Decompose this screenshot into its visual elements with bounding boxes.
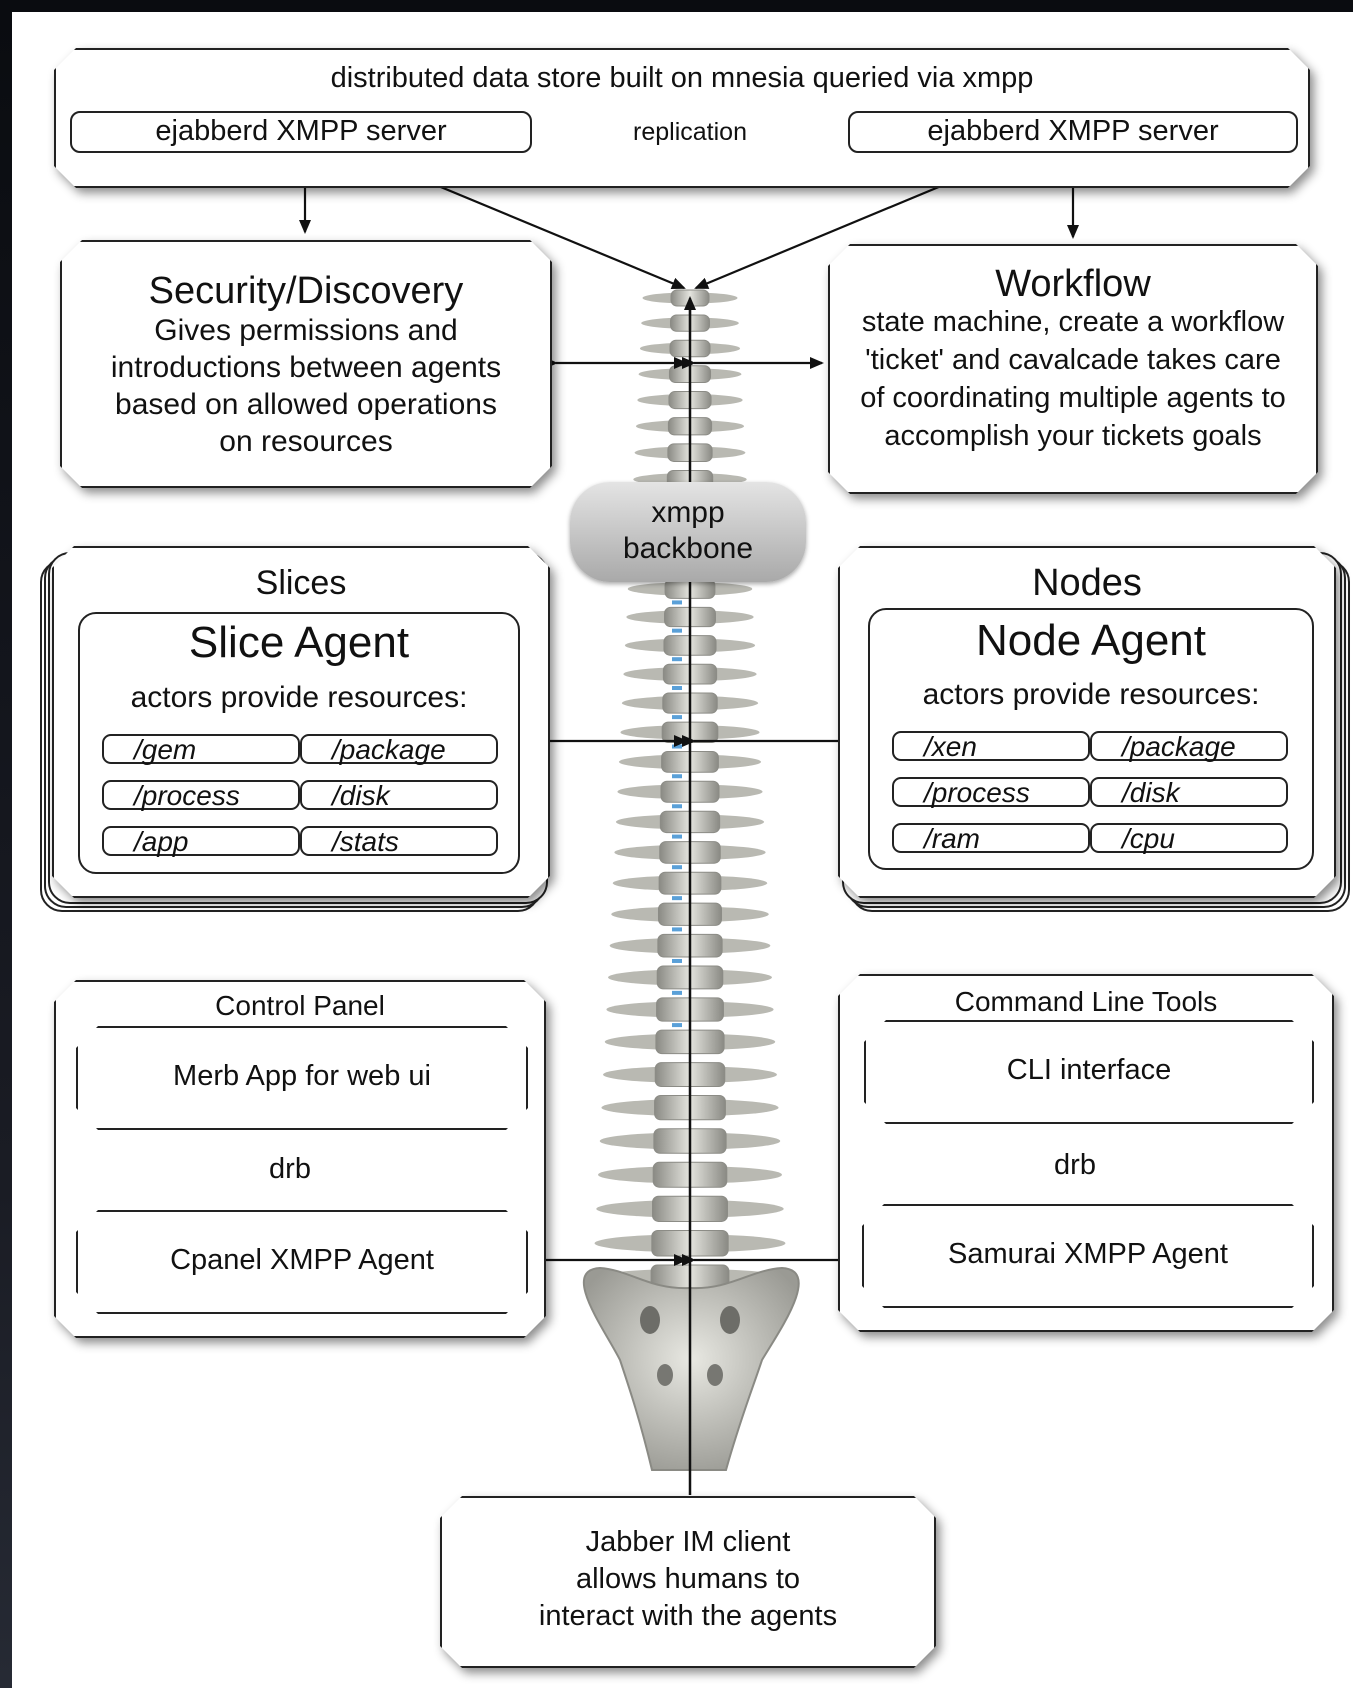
security-line-2: introductions between agents [110, 351, 502, 384]
cpanel-drb-label: drb [269, 1153, 311, 1185]
disc-accent-11 [672, 600, 682, 605]
cli-tools-heading: Command Line Tools [954, 986, 1218, 1017]
node-resource-xen: /xen [892, 731, 1090, 761]
disc-accent-24 [672, 990, 682, 995]
replication-label: replication [633, 118, 747, 146]
nodes-heading: Nodes [1032, 562, 1142, 604]
security-line-3: based on allowed operations [115, 388, 497, 421]
merb-app-box [76, 1026, 528, 1130]
disc-accent-20 [672, 865, 682, 870]
ejabberd-server-right: ejabberd XMPP server [848, 111, 1298, 153]
node-resource-process: /process [892, 777, 1090, 807]
ejabberd-server-left: ejabberd XMPP server [70, 111, 532, 153]
disc-accent-14 [672, 686, 682, 691]
merb-app-label: Merb App for web ui [173, 1060, 431, 1092]
slice-resource-gem: /gem [102, 734, 300, 764]
data-store-title: distributed data store built on mnesia q… [330, 62, 1034, 94]
workflow-line-2: 'ticket' and cavalcade takes care [865, 344, 1281, 376]
samurai-agent-label: Samurai XMPP Agent [948, 1238, 1228, 1270]
slice-resource-stats: /stats [300, 826, 498, 856]
disc-accent-15 [672, 715, 682, 720]
disc-accent-19 [672, 834, 682, 839]
jabber-line-2: allows humans to [575, 1563, 801, 1595]
security-title: Security/Discovery [148, 270, 464, 312]
slice-resource-app: /app [102, 826, 300, 856]
cpanel-agent-box [76, 1210, 528, 1314]
workflow-line-1: state machine, create a workflow [861, 306, 1285, 338]
disc-accent-21 [672, 896, 682, 901]
jabber-line-1: Jabber IM client [585, 1526, 791, 1558]
disc-accent-12 [672, 628, 682, 633]
samurai-agent-box [862, 1204, 1314, 1308]
cli-drb-label: drb [1054, 1149, 1096, 1181]
disc-accent-22 [672, 927, 682, 932]
security-line-1: Gives permissions and [154, 314, 458, 347]
disc-accent-23 [672, 958, 682, 963]
disc-accent-25 [672, 1023, 682, 1028]
node-agent-title: Node Agent [976, 616, 1206, 665]
node-resource-disk: /disk [1090, 777, 1288, 807]
slice-agent-subtitle: actors provide resources: [130, 681, 468, 714]
xmpp-backbone-line-1: xmpp [651, 496, 725, 529]
disc-accent-17 [672, 774, 682, 779]
disc-accent-18 [672, 804, 682, 809]
node-resource-cpu: /cpu [1090, 823, 1288, 853]
jabber-line-3: interact with the agents [538, 1600, 838, 1632]
cli-interface-label: CLI interface [1006, 1054, 1172, 1086]
slice-resource-disk: /disk [300, 780, 498, 810]
server-left-to-backbone [365, 154, 686, 290]
slice-resource-package: /package [300, 734, 498, 764]
xmpp-backbone-label: xmpp backbone [570, 482, 806, 582]
node-resource-package: /package [1090, 731, 1288, 761]
node-resource-ram: /ram [892, 823, 1090, 853]
cpanel-agent-label: Cpanel XMPP Agent [170, 1244, 434, 1276]
slices-heading: Slices [255, 564, 347, 602]
slice-agent-title: Slice Agent [188, 618, 410, 667]
pelvis-shape [582, 1266, 800, 1471]
slice-resource-process: /process [102, 780, 300, 810]
xmpp-backbone-line-2: backbone [622, 532, 754, 565]
workflow-line-4: accomplish your tickets goals [884, 420, 1262, 452]
workflow-line-3: of coordinating multiple agents to [860, 382, 1286, 414]
security-line-4: on resources [219, 425, 393, 458]
node-agent-subtitle: actors provide resources: [922, 678, 1260, 711]
disc-accent-13 [672, 657, 682, 662]
workflow-title: Workflow [995, 263, 1151, 305]
control-panel-heading: Control Panel [215, 990, 385, 1021]
cli-interface-box [864, 1020, 1314, 1124]
